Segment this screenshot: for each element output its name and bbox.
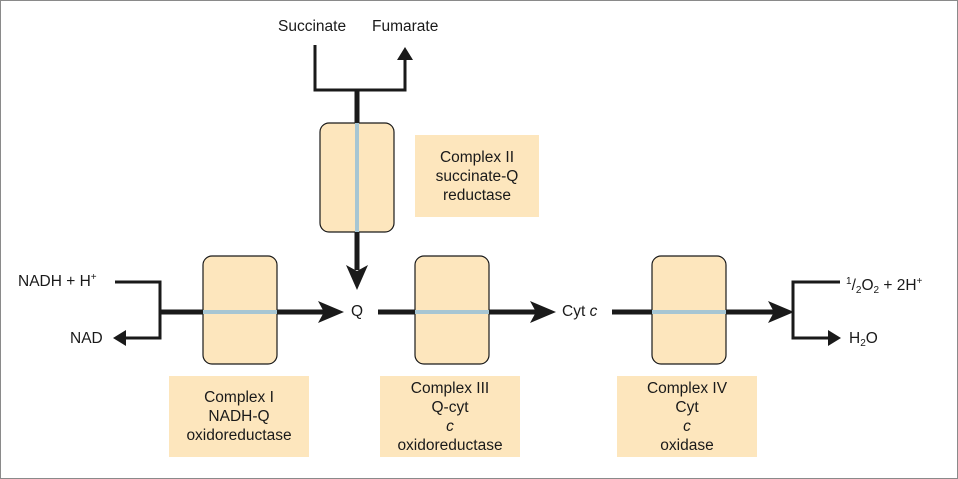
fumarate-arrowhead [397,47,413,60]
o2-h2o-branch [791,280,840,340]
complex-iii-shape [414,255,490,365]
q-down-arrowhead [346,265,368,290]
complex-iv-shape [651,255,727,365]
fumarate-label: Fumarate [372,18,439,35]
oxygen-label: 1/2O2 + 2H+ [846,276,923,296]
q-right-arrowhead [318,301,344,323]
succinate-label: Succinate [278,18,347,35]
nad-arrowhead [113,330,126,346]
complex-iv-label: Complex IV Cyt c oxidase [617,376,757,457]
complex-ii-label: Complex II succinate-Q reductase [415,135,539,217]
complex-i-label: Complex I NADH-Q oxidoreductase [169,376,309,457]
nadh-label: NADH + H+ [18,272,97,291]
nad-label: NAD [70,330,103,347]
h2o-arrowhead [828,330,841,346]
nadh-branch [115,280,162,340]
water-label: H2O [849,330,878,349]
q-label: Q [351,303,364,320]
cytc-arrowhead [530,301,556,323]
succinate-fumarate-branch [313,45,407,92]
cytc-label: Cyt c [562,303,598,320]
complex-iii-label: Complex III Q-cyt c oxidoreductase [380,376,520,457]
o2-arrowhead [768,301,794,323]
complex-i-shape [202,255,278,365]
complex-ii-shape [319,122,395,233]
